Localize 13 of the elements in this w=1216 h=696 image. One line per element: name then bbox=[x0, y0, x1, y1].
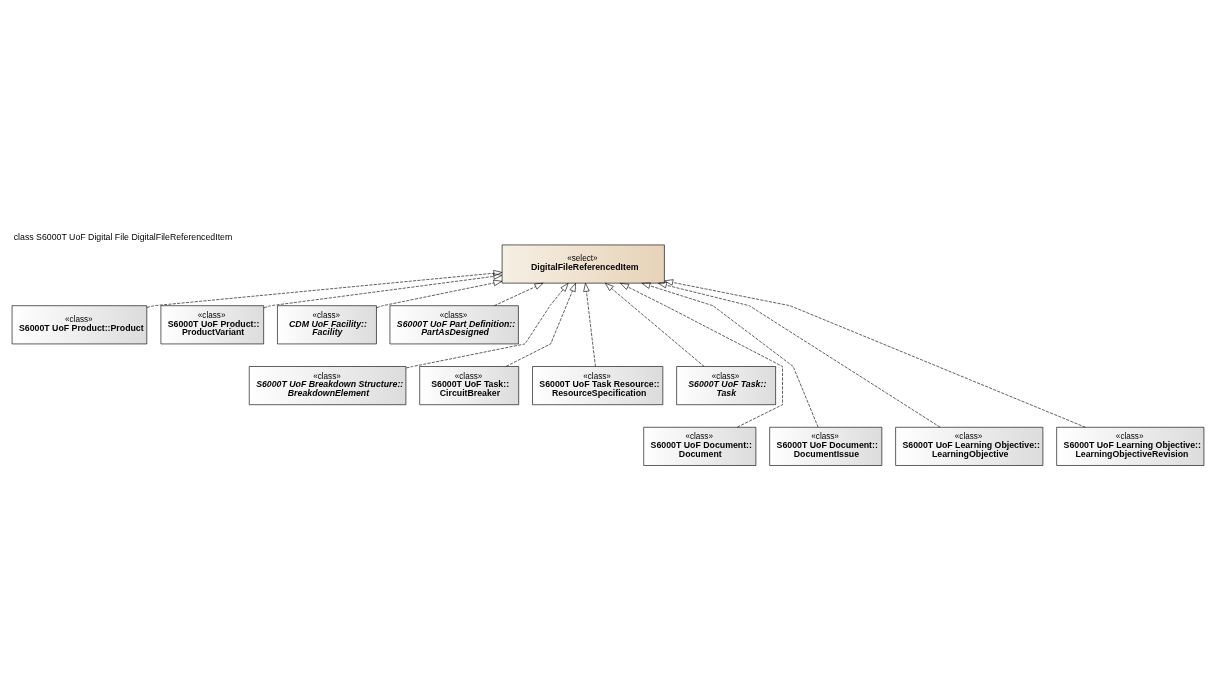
arrow bbox=[376, 279, 503, 309]
arrow bbox=[505, 282, 576, 367]
arrow bbox=[664, 279, 1086, 428]
arrow bbox=[604, 282, 705, 367]
arrow bbox=[620, 282, 783, 428]
arrow bbox=[263, 273, 503, 309]
arrow bbox=[405, 282, 569, 369]
arrow bbox=[641, 282, 819, 428]
arrow bbox=[583, 282, 596, 367]
arrow bbox=[494, 282, 544, 306]
diagram-title: class S6000T UoF Digital File DigitalFileReferencedItem bbox=[13, 232, 233, 243]
arrow bbox=[146, 270, 503, 308]
arrow bbox=[657, 282, 941, 428]
